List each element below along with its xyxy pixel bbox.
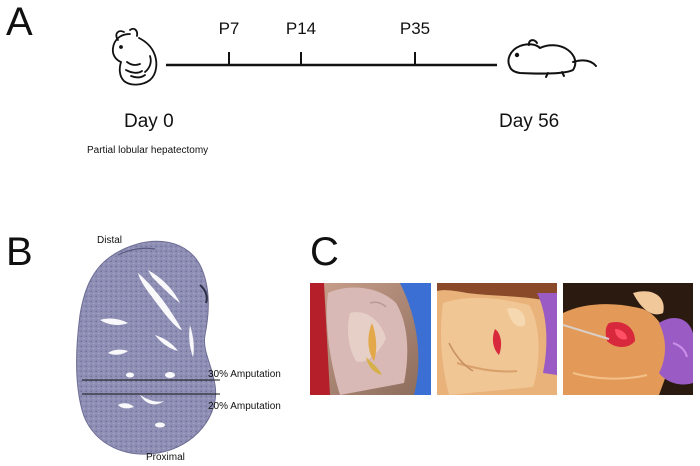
panel-c-letter: C bbox=[310, 230, 339, 274]
timepoint-p35-label: P35 bbox=[399, 19, 431, 38]
adult-mouse-icon bbox=[507, 39, 597, 78]
end-day-label: Day 56 bbox=[499, 111, 560, 132]
distal-label: Distal bbox=[97, 235, 123, 246]
surgery-photo-2 bbox=[437, 283, 557, 395]
surgery-photo-3 bbox=[563, 283, 693, 395]
procedure-label: Partial lobular hepatectomy bbox=[87, 145, 209, 156]
lobe-outline bbox=[76, 240, 217, 455]
surgery-photo-1 bbox=[310, 283, 431, 395]
vessels bbox=[100, 270, 194, 428]
panel-a-letter: A bbox=[6, 0, 33, 44]
pup-icon bbox=[111, 27, 158, 86]
start-day-label: Day 0 bbox=[124, 111, 174, 132]
amputation-20-label: 20% Amputation bbox=[208, 401, 281, 412]
panel-b-letter: B bbox=[6, 230, 33, 274]
liver-section bbox=[76, 240, 220, 455]
proximal-label: Proximal bbox=[146, 452, 185, 463]
amputation-30-label: 30% Amputation bbox=[208, 369, 281, 380]
timepoint-p7-label: P7 bbox=[218, 19, 240, 38]
timeline-diagram bbox=[111, 27, 597, 86]
timepoint-p14-label: P14 bbox=[285, 19, 317, 38]
